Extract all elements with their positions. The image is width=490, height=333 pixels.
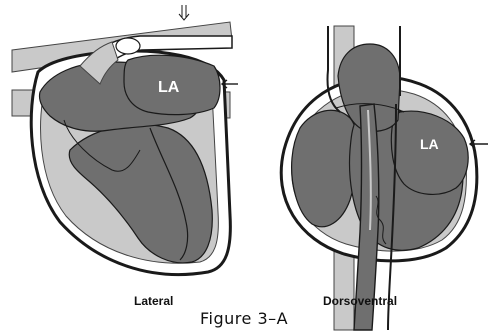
- dv-arrow-icon: [470, 140, 488, 148]
- lateral-la-label: LA: [158, 79, 180, 96]
- figure-caption: Figure 3–A: [200, 309, 288, 328]
- lateral-arrow-icon: [222, 80, 238, 88]
- dorsoventral-view: LA Dorsoventral: [281, 26, 488, 330]
- dv-view-label: Dorsoventral: [323, 294, 397, 308]
- dv-la-label: LA: [420, 136, 439, 152]
- lateral-view: LA Lateral: [12, 5, 238, 308]
- lateral-double-arrow-icon: [179, 5, 189, 20]
- lateral-view-label: Lateral: [134, 294, 173, 308]
- lateral-pulmonary-oval: [116, 38, 140, 54]
